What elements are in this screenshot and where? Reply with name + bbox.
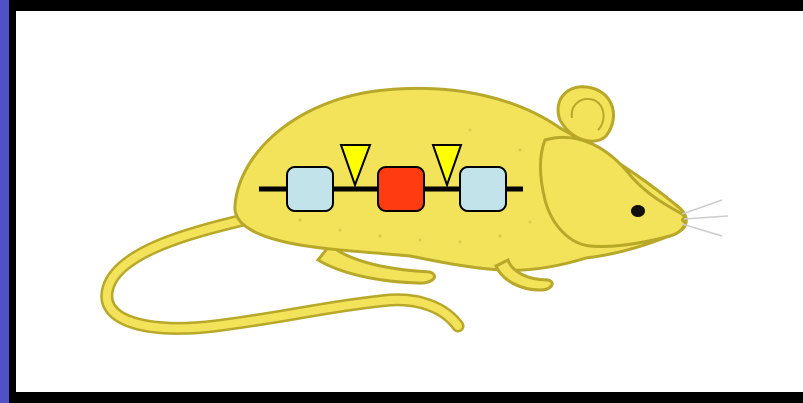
center-target-box [378, 167, 424, 211]
mouse-whiskers [682, 200, 728, 236]
figure-panel [16, 11, 803, 392]
mouse-diagram [16, 11, 803, 392]
mouse-nose [681, 217, 687, 223]
left-edge-border [0, 0, 9, 403]
left-flank-box [287, 167, 333, 211]
mouse-head [540, 137, 685, 246]
right-flank-box [460, 167, 506, 211]
mouse-eye [631, 205, 645, 217]
